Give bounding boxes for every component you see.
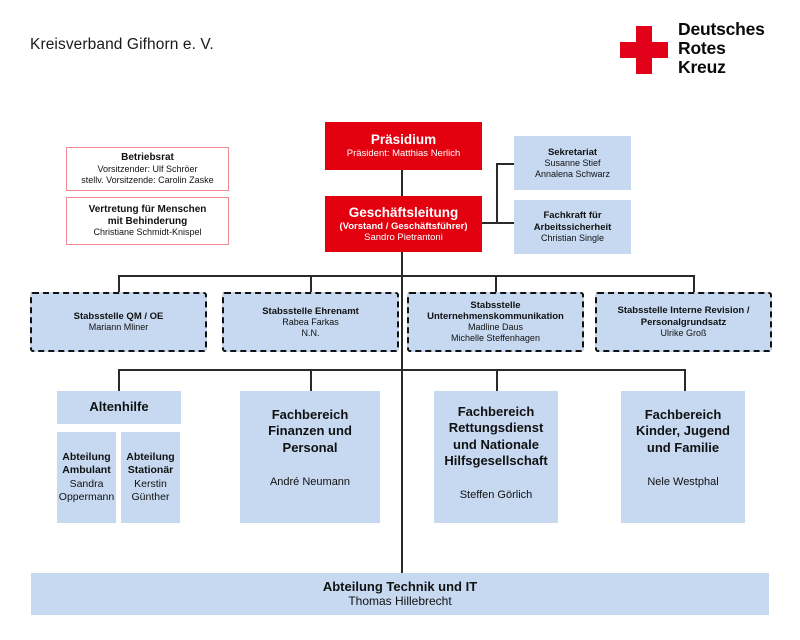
altenhilfe-unit-title-1: Abteilung	[126, 451, 175, 464]
department-title-1: Altenhilfe	[89, 399, 149, 415]
department-title-2: Rettungsdienst	[448, 420, 544, 436]
connector-spine-lower	[401, 369, 403, 573]
department-title-3: und Nationale	[453, 436, 539, 452]
red-cross-icon	[620, 26, 668, 74]
connector-drop-dept-3	[496, 369, 498, 391]
department-title-4: Hilfsgesellschaft	[444, 452, 548, 468]
connector-praesidium-geschaeftsleitung	[401, 170, 403, 196]
arbeitssicherheit-title-2: Arbeitssicherheit	[533, 221, 612, 233]
logo-line-3: Kreuz	[678, 57, 726, 77]
staff-unit-title-2: Unternehmenskommunikation	[427, 311, 564, 323]
geschaeftsleitung-person: Sandro Pietrantoni	[364, 231, 443, 243]
node-department-rettungsdienst[interactable]: Fachbereich Rettungsdienst und Nationale…	[434, 391, 558, 523]
geschaeftsleitung-role: (Vorstand / Geschäftsführer)	[339, 220, 468, 232]
department-title-1: Fachbereich	[644, 407, 722, 422]
department-title-1: Fachbereich	[457, 404, 535, 419]
staff-unit-person-1: Mariann Mliner	[88, 322, 149, 333]
department-title-1: Fachbereich	[271, 407, 349, 422]
staff-unit-title-1: Stabsstelle	[470, 300, 521, 311]
node-vertretung-behinderung[interactable]: Vertretung für Menschen mit Behinderung …	[66, 197, 229, 245]
connector-gl-right	[482, 222, 514, 224]
connector-right-riser	[496, 163, 498, 223]
vertretung-title-1: Vertretung für Menschen	[88, 203, 207, 215]
altenhilfe-unit-person-1: Kerstin	[134, 477, 167, 490]
node-praesidium[interactable]: Präsidium Präsident: Matthias Nerlich	[325, 122, 482, 170]
geschaeftsleitung-title: Geschäftsleitung	[348, 204, 459, 220]
staff-unit-person-2: N.N.	[301, 327, 320, 338]
praesidium-title: Präsidium	[370, 132, 437, 148]
node-altenhilfe-unit-ambulant[interactable]: Abteilung Ambulant Sandra Oppermann	[57, 432, 116, 523]
department-title-3: Personal	[282, 439, 338, 455]
sekretariat-person-2: Annalena Schwarz	[534, 168, 611, 179]
node-department-altenhilfe[interactable]: Altenhilfe	[57, 391, 181, 424]
node-staff-unit-qm-oe[interactable]: Stabsstelle QM / OE Mariann Mliner	[30, 292, 207, 352]
staff-unit-title-1: Stabsstelle Ehrenamt	[262, 305, 359, 317]
staff-unit-person-2: Michelle Steffenhagen	[451, 333, 540, 344]
altenhilfe-unit-title-2: Stationär	[127, 464, 174, 477]
node-betriebsrat[interactable]: Betriebsrat Vorsitzender: Ulf Schröer st…	[66, 147, 229, 191]
praesidium-president: Präsident: Matthias Nerlich	[346, 148, 461, 160]
staff-unit-title-2: Personalgrundsatz	[640, 316, 727, 328]
department-title-2: Finanzen und	[268, 423, 352, 439]
node-abteilung-technik-it[interactable]: Abteilung Technik und IT Thomas Hillebre…	[31, 573, 769, 615]
staff-unit-person-1: Rabea Farkas	[282, 316, 339, 327]
altenhilfe-unit-title-1: Abteilung	[62, 451, 111, 464]
node-staff-unit-unternehmenskommunikation[interactable]: Stabsstelle Unternehmenskommunikation Ma…	[407, 292, 584, 352]
logo-line-1: Deutsches	[678, 19, 765, 39]
department-lead: Steffen Görlich	[459, 489, 533, 501]
page-title: Kreisverband Gifhorn e. V.	[30, 36, 214, 53]
node-staff-unit-ehrenamt[interactable]: Stabsstelle Ehrenamt Rabea Farkas N.N.	[222, 292, 399, 352]
connector-bus-staff	[118, 275, 694, 277]
department-title-2: Kinder, Jugend	[636, 423, 730, 439]
connector-drop-dept-1	[118, 369, 120, 391]
node-staff-unit-interne-revision[interactable]: Stabsstelle Interne Revision / Personalg…	[595, 292, 772, 352]
connector-sekretariat	[496, 163, 514, 165]
logo-text: Deutsches Rotes Kreuz	[678, 20, 765, 77]
department-title-3: und Familie	[646, 439, 720, 455]
connector-drop-staff-2	[310, 275, 312, 293]
betriebsrat-chair: Vorsitzender: Ulf Schröer	[97, 164, 198, 175]
connector-drop-staff-3	[495, 275, 497, 293]
connector-drop-dept-2	[310, 369, 312, 391]
betriebsrat-title: Betriebsrat	[121, 152, 174, 164]
node-altenhilfe-unit-stationaer[interactable]: Abteilung Stationär Kerstin Günther	[121, 432, 180, 523]
node-department-finanzen-personal[interactable]: Fachbereich Finanzen und Personal André …	[240, 391, 380, 523]
sekretariat-person-1: Susanne Stief	[544, 157, 601, 168]
department-lead: Nele Westphal	[647, 475, 719, 488]
node-geschaeftsleitung[interactable]: Geschäftsleitung (Vorstand / Geschäftsfü…	[325, 196, 482, 252]
vertretung-title-2: mit Behinderung	[107, 215, 188, 227]
altenhilfe-unit-person-1: Sandra	[69, 477, 104, 490]
sekretariat-title: Sekretariat	[547, 146, 598, 158]
footer-unit-title: Abteilung Technik und IT	[322, 579, 478, 595]
altenhilfe-unit-person-2: Oppermann	[58, 490, 115, 503]
footer-unit-person: Thomas Hillebrecht	[348, 594, 452, 609]
node-arbeitssicherheit[interactable]: Fachkraft für Arbeitssicherheit Christia…	[514, 200, 631, 254]
staff-unit-person-1: Ulrike Groß	[660, 327, 707, 338]
drk-logo: Deutsches Rotes Kreuz	[620, 18, 780, 80]
betriebsrat-deputy: stellv. Vorsitzende: Carolin Zaske	[81, 174, 214, 185]
logo-line-2: Rotes	[678, 38, 726, 58]
connector-drop-staff-1	[118, 275, 120, 293]
arbeitssicherheit-title-1: Fachkraft für	[543, 210, 602, 222]
staff-unit-title-1: Stabsstelle QM / OE	[73, 311, 164, 322]
staff-unit-person-1: Madline Daus	[467, 322, 524, 333]
altenhilfe-unit-title-2: Ambulant	[62, 464, 111, 477]
department-lead: André Neumann	[269, 475, 351, 488]
connector-spine-upper	[401, 252, 403, 276]
connector-drop-staff-4	[693, 275, 695, 293]
altenhilfe-unit-person-2: Günther	[131, 490, 170, 503]
connector-spine-middle	[401, 276, 403, 371]
node-department-kinder-jugend-familie[interactable]: Fachbereich Kinder, Jugend und Familie N…	[621, 391, 745, 523]
vertretung-person: Christiane Schmidt-Knispel	[93, 227, 202, 238]
staff-unit-title-1: Stabsstelle Interne Revision /	[617, 305, 750, 317]
arbeitssicherheit-person: Christian Single	[540, 232, 605, 243]
connector-drop-dept-4	[684, 369, 686, 391]
node-sekretariat[interactable]: Sekretariat Susanne Stief Annalena Schwa…	[514, 136, 631, 190]
